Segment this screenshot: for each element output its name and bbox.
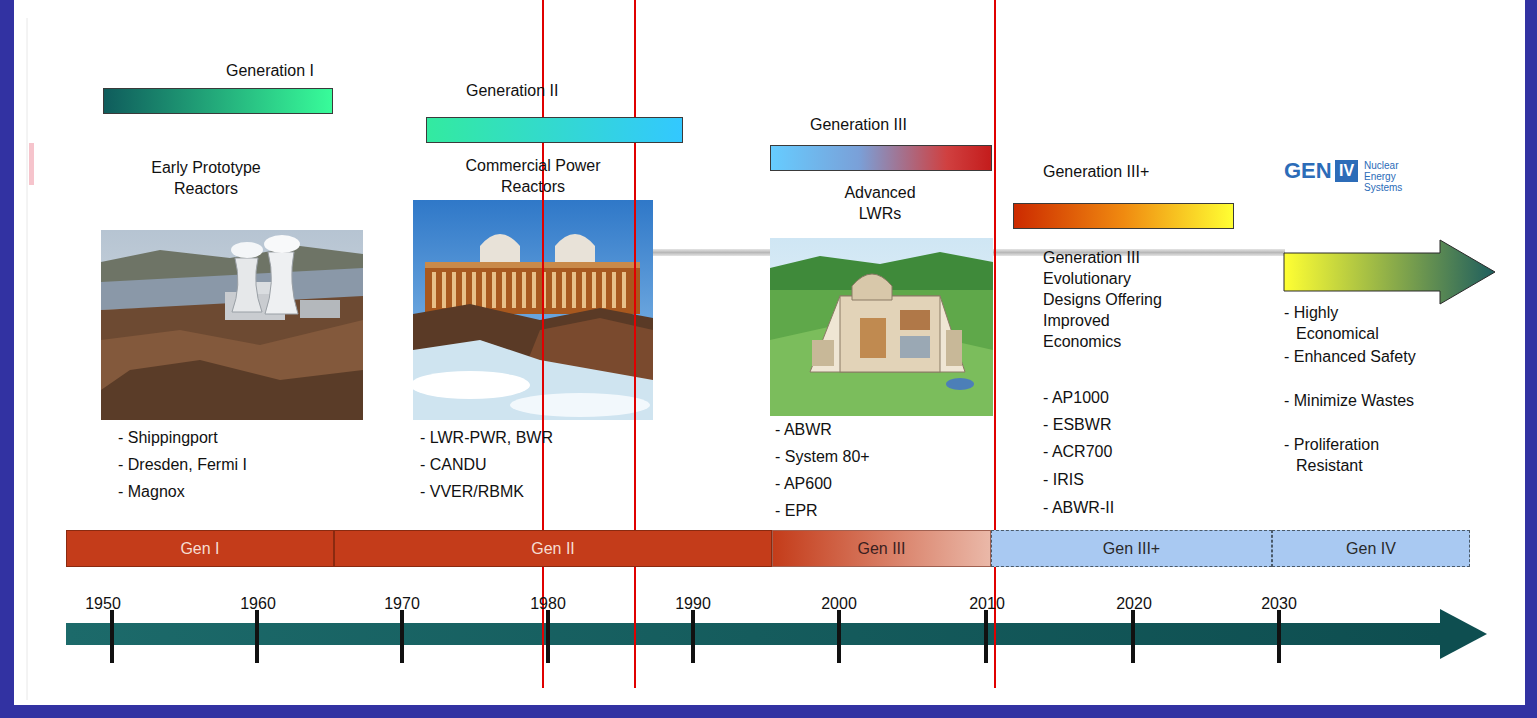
year-label: 1980 — [518, 590, 578, 617]
gradient-bar — [770, 145, 992, 171]
logo-mark: IV — [1335, 160, 1358, 182]
year-label: 1960 — [228, 590, 288, 617]
generation-bar: Generation I — [103, 60, 333, 114]
year-label: 1950 — [73, 590, 133, 617]
reactor-item: - EPR — [775, 497, 818, 524]
gradient-bar — [1013, 203, 1234, 229]
reactor-item: - ESBWR — [1043, 411, 1111, 438]
reactor-item: - CANDU — [420, 451, 487, 478]
era-label: Gen III+ — [1103, 540, 1160, 558]
logo-text: GEN — [1284, 158, 1332, 184]
reactor-item: - Shippingport — [118, 424, 218, 451]
reactor-item: - LWR-PWR, BWR — [420, 424, 553, 451]
reactor-item: - Magnox — [118, 478, 185, 505]
year-label: 1970 — [372, 590, 432, 617]
generation-bar: Generation III — [770, 114, 992, 171]
era-label: Gen II — [531, 540, 575, 558]
generation-bar: Generation II — [426, 80, 683, 143]
column-heading: Advanced LWRs — [830, 182, 930, 224]
era-band: Gen IV — [1272, 530, 1470, 567]
goal-item: - Enhanced Safety — [1284, 346, 1416, 367]
gradient-bar — [426, 117, 683, 143]
era-label: Gen IV — [1346, 540, 1396, 558]
reactor-item: - AP600 — [775, 470, 832, 497]
generation-label: Generation III — [810, 114, 907, 136]
reactor-item: - IRIS — [1043, 466, 1084, 493]
year-label: 2000 — [809, 590, 869, 617]
goal-item: - Minimize Wastes — [1284, 390, 1416, 411]
goal-item: - Highly Economical — [1284, 302, 1416, 344]
era-band: Gen III — [772, 530, 991, 567]
column-heading: Generation III Evolutionary Designs Offe… — [1043, 247, 1177, 352]
era-band: Gen III+ — [991, 530, 1272, 567]
reactor-item: - ABWR-II — [1043, 494, 1114, 521]
year-label: 2020 — [1104, 590, 1164, 617]
generation-label: Generation III+ — [1043, 161, 1149, 183]
column-heading: Early Prototype Reactors — [131, 157, 281, 199]
reactor-item: - Dresden, Fermi I — [118, 451, 247, 478]
reactor-item: - System 80+ — [775, 443, 870, 470]
reactor-item: - ABWR — [775, 416, 832, 443]
era-label: Gen I — [180, 540, 219, 558]
generation-label: Generation I — [226, 60, 314, 82]
year-label: 1990 — [663, 590, 723, 617]
generation-label: Generation II — [466, 80, 559, 102]
year-label: 2010 — [957, 590, 1017, 617]
reactor-item: - AP1000 — [1043, 384, 1109, 411]
gradient-bar — [103, 88, 333, 114]
year-label: 2030 — [1249, 590, 1309, 617]
era-band: Gen I — [66, 530, 334, 567]
reactor-item: - VVER/RBMK — [420, 478, 524, 505]
goal-item: - Proliferation Resistant — [1284, 434, 1416, 476]
logo-subtitle: Nuclear Energy Systems — [1364, 160, 1430, 193]
generation-bar: Generation III+ — [1013, 161, 1234, 229]
era-label: Gen III — [857, 540, 905, 558]
era-band: Gen II — [334, 530, 772, 567]
column-heading: Commercial Power Reactors — [458, 155, 608, 197]
reactor-item: - ACR700 — [1043, 438, 1112, 465]
